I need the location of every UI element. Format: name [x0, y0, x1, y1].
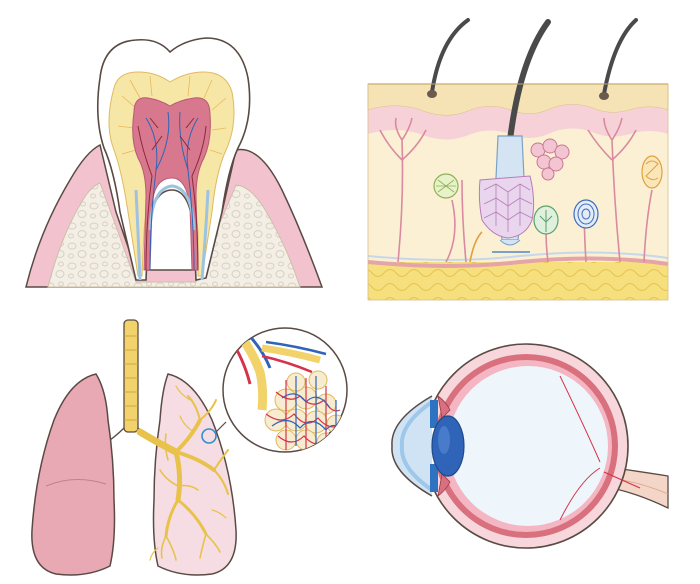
pacinian-corpuscle: [533, 205, 559, 235]
basal-layer: [368, 104, 668, 140]
pulp-vessels: [137, 111, 207, 271]
bronchial-tree: [136, 385, 229, 561]
fat-boundary: [367, 256, 669, 268]
zoom-connector: [215, 421, 227, 433]
hair-2: [507, 19, 551, 143]
cornea: [391, 395, 433, 497]
hair-follicle: [478, 135, 535, 253]
sebaceous-gland: [530, 138, 570, 181]
hair-3: [602, 18, 638, 96]
eye-cross-section: [391, 343, 669, 549]
lungs-with-alveoli-magnified: [31, 319, 348, 576]
iris-top: [430, 400, 438, 428]
root-canal-left: [134, 189, 142, 281]
tooth-cross-section: [25, 37, 324, 288]
alveoli-magnified: [222, 327, 348, 453]
retinal-vessels: [559, 375, 601, 521]
hair-1: [430, 18, 470, 94]
dentin-tubules: [117, 75, 227, 155]
trachea: [103, 319, 163, 445]
lung-right: [152, 373, 237, 576]
hairs: [427, 18, 638, 143]
skin-cross-section: [367, 18, 669, 301]
inner-lining: [148, 184, 196, 231]
iris-bottom: [430, 464, 438, 492]
meissner-corpuscle: [433, 173, 459, 199]
jaw-bone: [47, 182, 301, 288]
ruffini-ending: [641, 155, 663, 189]
sweat-duct: [469, 231, 483, 263]
zoom-marker: [201, 428, 217, 444]
subcutaneous-fat: [368, 262, 668, 300]
vitreous-body: [448, 366, 608, 526]
root-canal-right: [200, 189, 210, 281]
lung-left: [31, 373, 116, 576]
pulp: [132, 97, 211, 271]
lamellar-corpuscle: [573, 199, 599, 229]
